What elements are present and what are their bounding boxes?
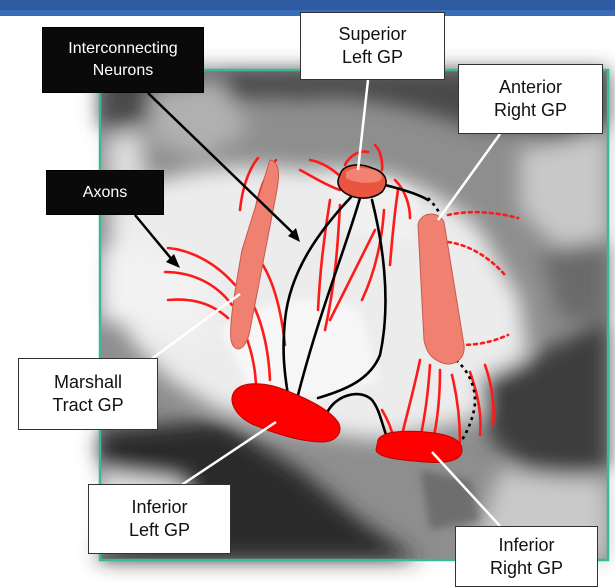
inferior-right-gp (376, 431, 462, 462)
superior-left-gp-label: Superior Left GP (300, 12, 445, 80)
anterior-right-gp-label: Anterior Right GP (458, 64, 603, 134)
inferior-left-gp-label: Inferior Left GP (88, 484, 231, 554)
interconnecting-neurons-label: Interconnecting Neurons (42, 27, 204, 93)
axons-label: Axons (46, 170, 164, 215)
inferior-right-gp-label: Inferior Right GP (455, 526, 598, 587)
marshall-tract-gp-label: Marshall Tract GP (18, 358, 158, 430)
